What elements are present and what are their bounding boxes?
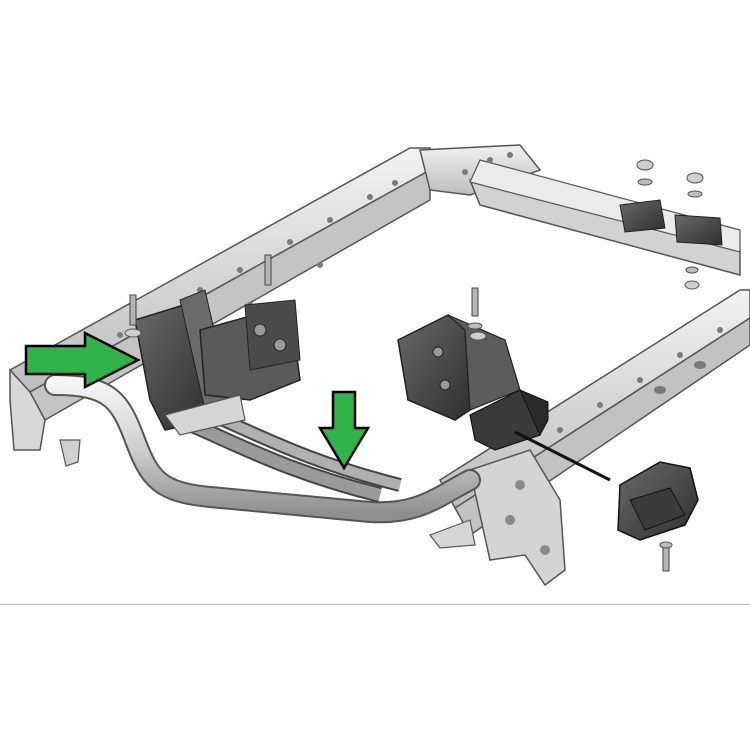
- bottom-divider: [0, 604, 750, 605]
- left-mount-bracket: [124, 254, 301, 436]
- crossmember-tube: [44, 374, 481, 524]
- upper-mount-hardware: [619, 159, 723, 290]
- upper-cross-member: [419, 144, 741, 276]
- arrow-down-icon: [317, 390, 371, 471]
- right-mount-bracket: [397, 287, 549, 451]
- front-frame-rail: [429, 289, 750, 587]
- detached-mount-part: [514, 430, 699, 572]
- arrow-right-icon: [24, 330, 141, 390]
